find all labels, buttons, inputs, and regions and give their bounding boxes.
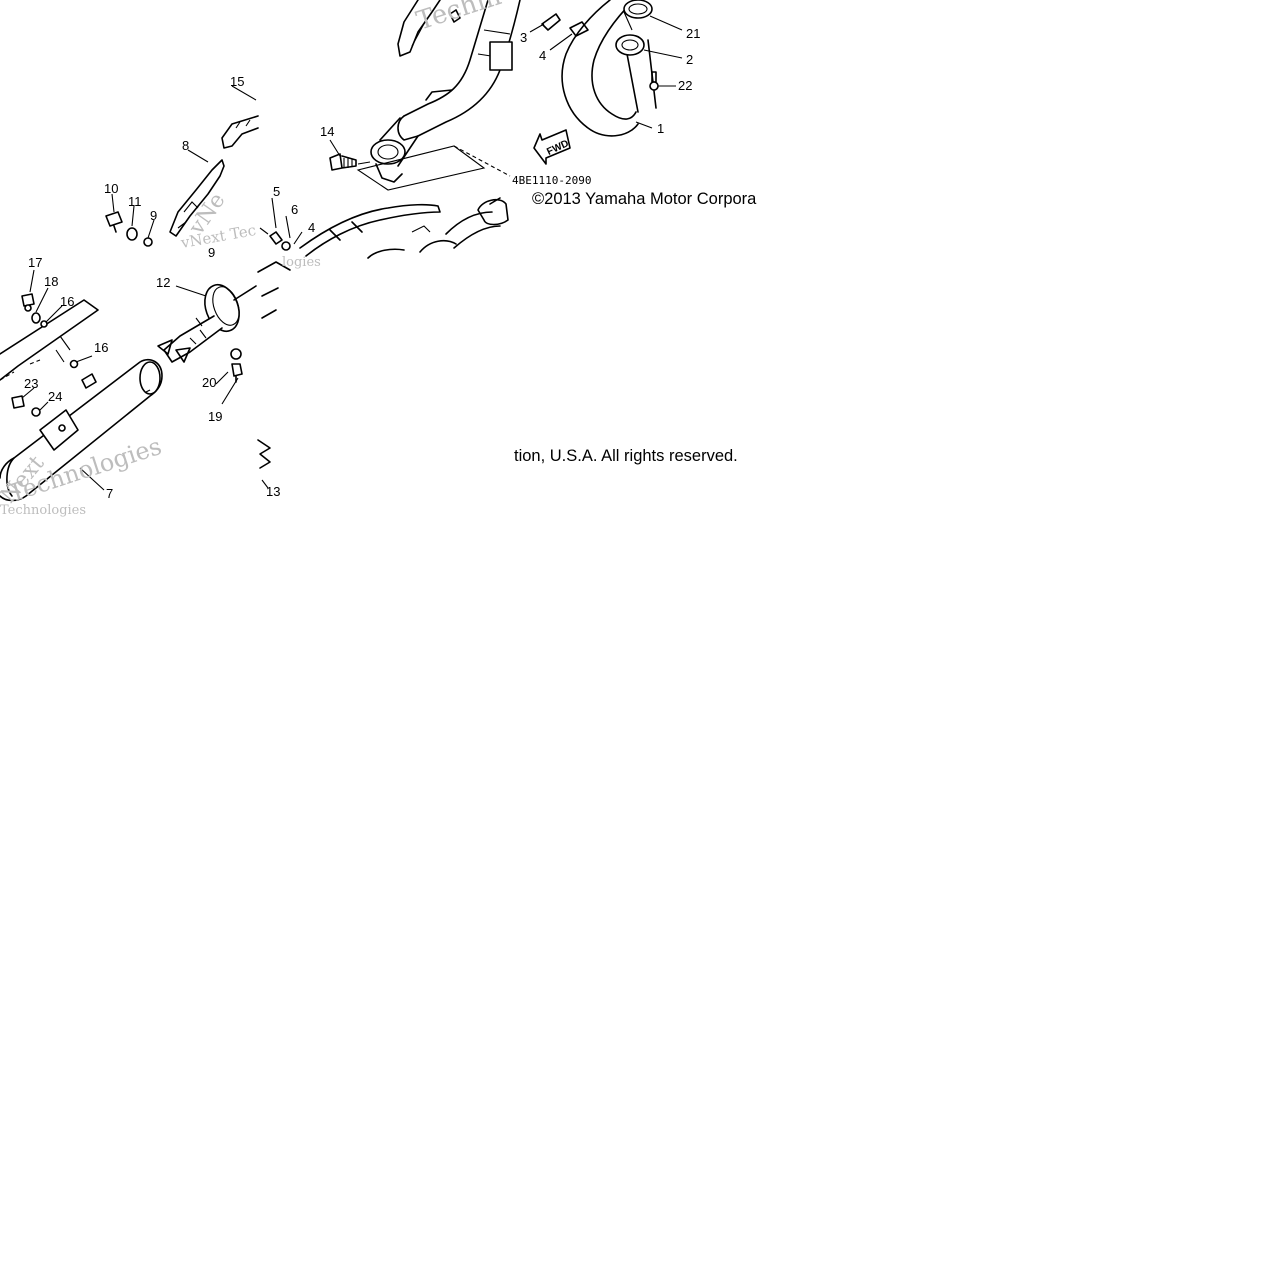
bolt-14	[329, 153, 357, 171]
callout-24: 24	[48, 389, 62, 404]
copyright-line-1: ©2013 Yamaha Motor Corpora	[532, 190, 757, 208]
silencer-7	[0, 358, 163, 502]
washer-18	[31, 312, 41, 324]
heat-shield-upper	[397, 0, 441, 57]
callout-9a: 9	[150, 208, 157, 223]
callout-2: 2	[686, 52, 693, 67]
callout-9b: 9	[208, 245, 215, 260]
washer-16a	[40, 320, 48, 328]
callout-14: 14	[320, 124, 334, 139]
bolt-22	[651, 71, 657, 83]
callout-15: 15	[230, 74, 244, 89]
bolt-10	[105, 211, 123, 233]
callout-19: 19	[208, 409, 222, 424]
callout-3: 3	[520, 30, 527, 45]
washer-24	[31, 407, 41, 417]
callout-20: 20	[202, 375, 216, 390]
washer-20	[230, 348, 242, 360]
callout-1: 1	[657, 121, 664, 136]
callout-23: 23	[24, 376, 38, 391]
washer-11	[126, 227, 138, 241]
spark-arrester-12	[157, 283, 257, 363]
connector-pipe	[445, 211, 501, 249]
pipe-clamp	[370, 139, 406, 165]
callout-4b: 4	[308, 220, 315, 235]
bolt-23	[11, 395, 25, 409]
callout-11: 11	[128, 194, 142, 209]
svg-text:logies: logies	[282, 255, 321, 270]
damper-3	[541, 13, 561, 31]
callout-10: 10	[104, 181, 118, 196]
part-number: 4BE1110-2090	[512, 174, 591, 187]
flange-2	[615, 34, 645, 56]
callout-labels: 1 2 3 4 4 5 6 7 8 9 9 10 11 12 13 14 15 …	[24, 26, 700, 501]
exhaust-middle-pipe	[403, 0, 489, 117]
lower-panel	[0, 85, 291, 502]
header-pipe	[561, 0, 639, 137]
callout-18: 18	[44, 274, 58, 289]
callout-7: 7	[106, 486, 113, 501]
silencer-shield	[0, 299, 99, 381]
callout-12: 12	[156, 275, 170, 290]
heat-shield-lower	[299, 203, 441, 257]
bolt-17	[21, 293, 35, 307]
callout-13: 13	[266, 484, 280, 499]
upper-panel: FWD	[259, 0, 683, 259]
spring-13	[257, 439, 271, 469]
callout-8: 8	[182, 138, 189, 153]
washer-9	[143, 237, 153, 247]
fwd-arrow-icon: FWD	[533, 129, 571, 165]
washer-16b	[69, 359, 79, 369]
callout-5: 5	[273, 184, 280, 199]
callout-16a: 16	[60, 294, 74, 309]
svg-text:Technologies: Technologies	[0, 503, 86, 518]
heat-protector-8	[169, 159, 225, 237]
callout-16b: 16	[94, 340, 108, 355]
callout-6: 6	[291, 202, 298, 217]
bracket-15	[221, 115, 259, 149]
callout-21: 21	[686, 26, 700, 41]
gasket-21	[623, 0, 653, 19]
callout-4a: 4	[539, 48, 546, 63]
callout-22: 22	[678, 78, 692, 93]
copyright-line-2: tion, U.S.A. All rights reserved.	[514, 447, 738, 465]
collar-4	[569, 21, 589, 37]
callout-17: 17	[28, 255, 42, 270]
